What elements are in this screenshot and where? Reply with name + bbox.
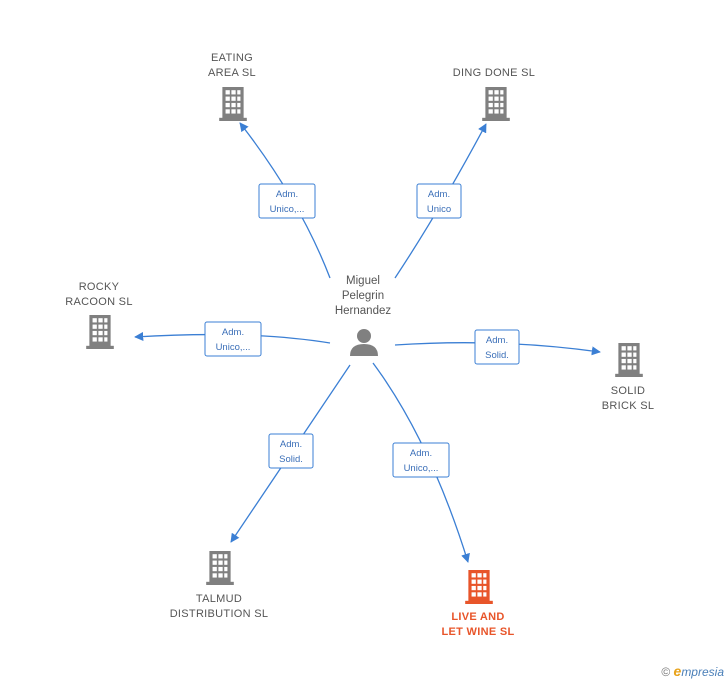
node-talmud-distribution[interactable]: TALMUD DISTRIBUTION SL bbox=[170, 551, 269, 620]
role-text: Adm. bbox=[410, 448, 432, 459]
node-label-line: RACOON SL bbox=[65, 296, 133, 308]
node-live-and-let-wine[interactable]: LIVE AND LET WINE SL bbox=[442, 570, 515, 638]
person-name-line: Pelegrin bbox=[342, 290, 384, 302]
node-label-line: ROCKY bbox=[79, 281, 120, 293]
building-icon bbox=[465, 570, 493, 604]
copyright-icon: © bbox=[661, 665, 671, 679]
node-label-line: LIVE AND bbox=[451, 611, 504, 623]
building-icon bbox=[219, 87, 247, 121]
person-icon bbox=[350, 329, 378, 356]
role-text: Unico,... bbox=[270, 204, 305, 215]
node-label-line: AREA SL bbox=[208, 67, 256, 79]
role-box-eating-area[interactable]: Adm. Unico,... bbox=[258, 183, 316, 219]
role-text: Solid. bbox=[279, 454, 303, 465]
node-label-line: LET WINE SL bbox=[442, 626, 515, 638]
role-box-rocky-racoon[interactable]: Adm. Unico,... bbox=[204, 321, 262, 357]
brand-logo: © empresia bbox=[661, 663, 724, 679]
role-box-live-and-let-wine[interactable]: Adm. Unico,... bbox=[392, 442, 450, 478]
building-icon bbox=[206, 551, 234, 585]
node-label-line: DISTRIBUTION SL bbox=[170, 608, 269, 620]
person-name-line: Hernandez bbox=[335, 305, 392, 317]
node-label-line: EATING bbox=[211, 52, 253, 64]
role-text: Adm. bbox=[428, 189, 450, 200]
building-icon bbox=[86, 315, 114, 349]
role-box-solid-brick[interactable]: Adm. Solid. bbox=[474, 329, 520, 365]
role-text: Adm. bbox=[486, 335, 508, 346]
node-label-line: TALMUD bbox=[196, 593, 242, 605]
center-person[interactable]: Miguel Pelegrin Hernandez bbox=[335, 275, 392, 356]
role-text: Unico,... bbox=[216, 342, 251, 353]
building-icon bbox=[615, 343, 643, 377]
role-box-talmud-distribution[interactable]: Adm. Solid. bbox=[268, 433, 314, 469]
node-eating-area[interactable]: EATING AREA SL bbox=[208, 52, 256, 121]
role-text: Unico bbox=[427, 204, 451, 215]
node-solid-brick[interactable]: SOLID BRICK SL bbox=[602, 343, 655, 412]
node-label-line: DING DONE SL bbox=[453, 67, 535, 79]
role-text: Adm. bbox=[222, 327, 244, 338]
node-label-line: BRICK SL bbox=[602, 400, 655, 412]
node-rocky-racoon[interactable]: ROCKY RACOON SL bbox=[65, 281, 133, 349]
role-text: Solid. bbox=[485, 350, 509, 361]
logo-initial: e bbox=[673, 663, 682, 679]
building-icon bbox=[482, 87, 510, 121]
role-text: Adm. bbox=[276, 189, 298, 200]
role-boxes: Adm. Unico,... Adm. Unico Adm. Unico,...… bbox=[204, 183, 520, 478]
role-text: Unico,... bbox=[404, 463, 439, 474]
node-label-line: SOLID bbox=[611, 385, 646, 397]
logo-text: mpresia bbox=[681, 665, 724, 679]
person-name-line: Miguel bbox=[346, 275, 380, 287]
role-text: Adm. bbox=[280, 439, 302, 450]
node-ding-done[interactable]: DING DONE SL bbox=[453, 67, 535, 121]
role-box-ding-done[interactable]: Adm. Unico bbox=[416, 183, 462, 219]
